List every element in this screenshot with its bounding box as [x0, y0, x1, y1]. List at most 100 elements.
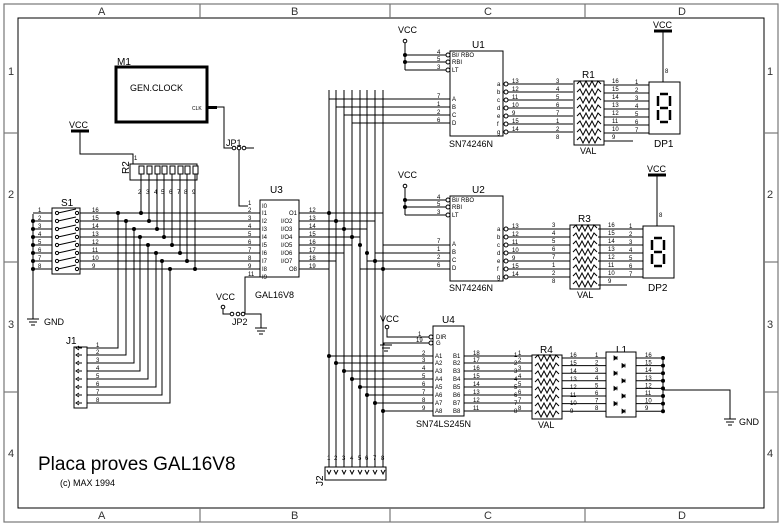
pin-number: 14 — [473, 382, 480, 388]
pin-number: g — [497, 130, 500, 136]
pin-number: 13 — [608, 247, 615, 253]
pin-number: 6 — [518, 390, 522, 396]
s1-ref: S1 — [61, 198, 74, 209]
junction-dot — [350, 377, 354, 381]
pin-number: 13 — [570, 377, 577, 383]
pin-number: 7 — [96, 390, 100, 396]
inverting-bubble — [503, 226, 509, 232]
u4-ref: U4 — [442, 315, 455, 326]
pin-number: B1 — [453, 354, 461, 360]
pin-arrow — [364, 469, 370, 476]
pin-number: 3 — [552, 223, 556, 229]
pin-number: 14 — [92, 224, 99, 230]
switch-contact — [74, 250, 80, 256]
m1-clk-pin: CLK — [192, 106, 202, 112]
pin-number: 10 — [645, 399, 652, 405]
pin-number: 11 — [645, 391, 652, 397]
resistor-zigzag — [534, 361, 560, 371]
pin-number: A — [452, 242, 456, 248]
pin-number: 8 — [422, 398, 426, 404]
junction-dot — [350, 235, 354, 239]
pin-number: 11 — [248, 272, 255, 278]
pin-number: A4 — [435, 377, 443, 383]
pin-number: 7 — [518, 398, 522, 404]
pin-arrow — [380, 469, 386, 476]
pin-number: A7 — [435, 401, 443, 407]
component-m1[interactable]: M1 GEN.CLOCK CLK — [114, 57, 232, 149]
inverting-bubble — [503, 121, 509, 127]
pin-number: D — [452, 266, 457, 272]
pin-number: 12 — [645, 383, 652, 389]
pin-number: 5 — [437, 202, 441, 208]
pin-arrow — [357, 469, 363, 476]
pin-number: 14 — [309, 224, 316, 230]
pin-number: B8 — [453, 409, 461, 415]
pin-number: 7 — [177, 190, 181, 196]
resistor-zigzag — [576, 127, 602, 137]
pin-number: 13 — [645, 376, 652, 382]
junction-dot — [334, 219, 338, 223]
jumper-jp2[interactable]: VCC JP2 — [216, 292, 267, 335]
zone-col-label: D — [678, 510, 686, 522]
copyright-note: (c) MAX 1994 — [60, 478, 115, 488]
jumper-jp1[interactable]: JP1 — [226, 138, 254, 207]
resistor-zigzag — [572, 239, 598, 249]
pin-number: 18 — [309, 256, 316, 262]
switch-contact — [74, 210, 80, 216]
pin-number: a — [497, 82, 501, 88]
pin-number: 1 — [518, 351, 522, 357]
switch-contact — [74, 218, 80, 224]
r4-ref: R4 — [540, 345, 553, 356]
pin-number: 15 — [309, 232, 316, 238]
inverting-bubble — [445, 52, 451, 58]
resistor-zigzag — [576, 79, 602, 89]
inverting-bubble — [503, 266, 509, 272]
pin-number: 15 — [645, 361, 652, 367]
inverting-bubble — [503, 258, 509, 264]
zone-col-label: C — [484, 510, 492, 522]
pin-number: 14 — [512, 272, 519, 278]
pin-number: 19 — [416, 338, 423, 344]
pin-number: I/O5 — [281, 243, 293, 249]
pin-number: I3 — [262, 227, 268, 233]
pin-number: 15 — [512, 119, 519, 125]
pin-number: 17 — [473, 358, 480, 364]
pin-number: 12 — [512, 232, 519, 238]
pin-arrow — [75, 345, 80, 351]
pin-number: A1 — [435, 354, 443, 360]
resistor-zigzag — [572, 271, 598, 281]
pin-number: 4 — [514, 377, 518, 383]
pin-number: I/O4 — [281, 235, 293, 241]
pin-number: 11 — [512, 95, 519, 101]
junction-dot — [381, 267, 385, 271]
switch-contact — [74, 258, 80, 264]
inverting-bubble — [445, 212, 451, 218]
pin-number: 11 — [512, 240, 519, 246]
zone-col-label: B — [291, 6, 298, 18]
r2-ref: R2 — [121, 161, 132, 174]
pin-number: 16 — [612, 79, 619, 85]
pin-number: 16 — [309, 240, 316, 246]
pin-number: 5 — [552, 239, 556, 245]
pin-number: RBI — [452, 60, 462, 66]
pin-number: 7 — [635, 128, 639, 134]
pin-number: A — [452, 97, 456, 103]
junction-dot — [342, 369, 346, 373]
inverting-bubble — [445, 197, 451, 203]
led-diode — [613, 370, 618, 376]
pin-number: 1 — [437, 247, 441, 253]
pin-number: 1 — [248, 201, 252, 207]
inverting-bubble — [503, 274, 509, 280]
led-diode — [613, 385, 618, 392]
